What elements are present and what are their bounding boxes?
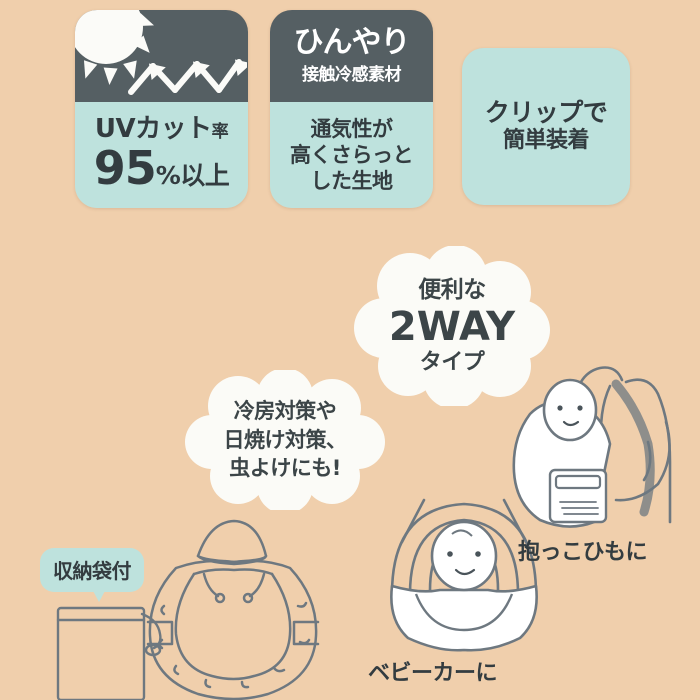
sun-ray-icon — [78, 60, 98, 81]
cooling-body-line: した生地 — [310, 169, 394, 194]
parent-with-baby-carrier-illustration — [498, 352, 700, 542]
two-way-line-1: 便利な — [418, 277, 486, 304]
cooling-headline: ひんやり — [293, 24, 411, 60]
storage-bag-bubble-body: 収納袋付 — [40, 548, 144, 592]
two-way-line-2: 2WAY — [388, 303, 516, 350]
uses-line-3: 虫よけにも! — [229, 456, 341, 481]
uses-line-2: 日焼け対策、 — [223, 427, 348, 452]
clip-line-1: クリップで — [484, 98, 608, 128]
uv-cut-value: 95%以上 — [94, 145, 230, 191]
cooling-body-line: 通気性が — [310, 116, 394, 141]
cooling-subhead: 接触冷感素材 — [302, 65, 402, 86]
uv-cut-label: UVカット率 — [94, 113, 229, 144]
uv-deflect-arrows-icon — [128, 59, 247, 95]
baby-in-stroller-illustration — [378, 490, 553, 652]
badge-uv-icon-area — [75, 10, 248, 102]
storage-bag-label: 収納袋付 — [53, 559, 132, 583]
badge-clip-attach: クリップで 簡単装着 — [462, 48, 630, 205]
drawstring-storage-bag-illustration — [52, 600, 172, 700]
callout-uses-text: 冷房対策や 日焼け対策、 虫よけにも! — [180, 370, 390, 510]
badge-cooling-body: 通気性が 高くさらっと した生地 — [270, 102, 433, 208]
callout-uses: 冷房対策や 日焼け対策、 虫よけにも! — [180, 370, 390, 510]
uses-line-1: 冷房対策や — [233, 399, 337, 424]
uv-cut-percent-suffix: %以上 — [155, 161, 230, 191]
uv-cut-rate-kanji: 率 — [211, 121, 229, 142]
caption-stroller: ベビーカーに — [368, 661, 498, 686]
stroller-cover-shape — [390, 584, 538, 652]
uv-cut-percent-number: 95 — [93, 141, 157, 196]
badge-uv-cut: UVカット率 95%以上 — [75, 10, 248, 208]
storage-bag-callout: 収納袋付 — [40, 548, 144, 602]
two-way-line-3: タイプ — [419, 349, 485, 375]
callout-two-way: 便利な 2WAY タイプ — [352, 246, 552, 406]
caption-baby-carrier: 抱っこひもに — [518, 540, 648, 565]
cloud-shape — [354, 246, 550, 406]
sun-ray-icon — [102, 67, 118, 86]
cloud-shape — [185, 370, 385, 510]
badge-cooling-fabric: ひんやり 接触冷感素材 通気性が 高くさらっと した生地 — [270, 10, 433, 208]
badge-cooling-header: ひんやり 接触冷感素材 — [270, 10, 433, 102]
badge-uv-text-area: UVカット率 95%以上 — [75, 102, 248, 208]
callout-two-way-text: 便利な 2WAY タイプ — [352, 246, 552, 406]
clip-line-2: 簡単装着 — [502, 128, 590, 154]
bubble-tail-icon — [92, 589, 106, 602]
uv-cut-main: UVカット — [94, 113, 212, 144]
cooling-body-line: 高くさらっと — [290, 142, 414, 167]
product-cape-outline-illustration — [142, 518, 324, 700]
